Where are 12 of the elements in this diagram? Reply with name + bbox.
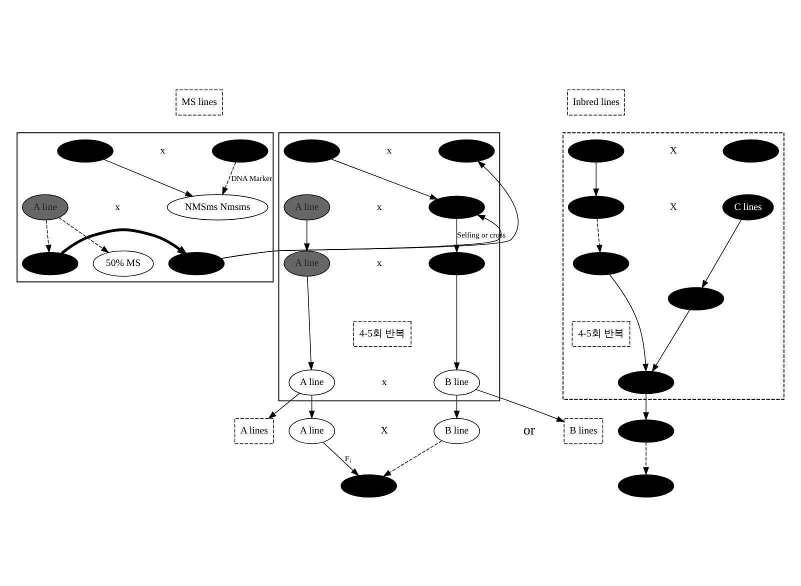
label: x [376,258,382,269]
edge-label: F₁ [344,454,352,463]
label: x [115,201,120,212]
label: X [670,201,678,212]
label: or [523,422,536,438]
label: x [382,376,387,388]
label: X [670,145,678,156]
label: x [160,145,166,156]
edge-label: DNA Marker [231,174,272,183]
label: X [380,425,388,436]
label: x [386,145,392,156]
label: x [376,201,382,212]
